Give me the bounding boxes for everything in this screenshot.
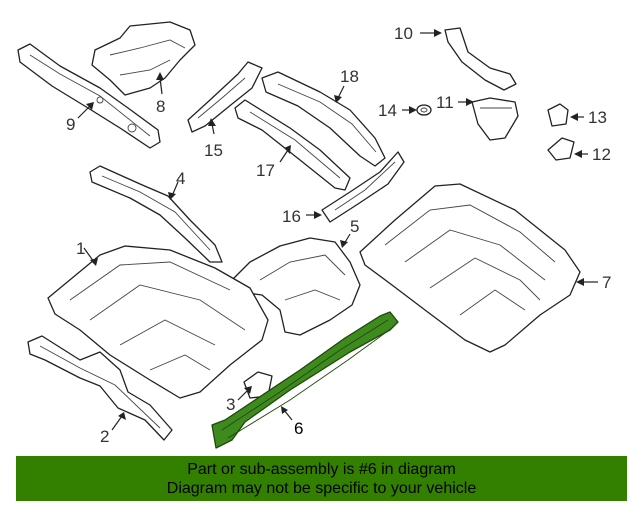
- callout-4[interactable]: 4: [176, 169, 185, 188]
- callout-1[interactable]: 1: [76, 239, 85, 258]
- info-banner: Part or sub-assembly is #6 in diagram Di…: [16, 456, 627, 501]
- callout-7[interactable]: 7: [602, 273, 611, 292]
- callout-6[interactable]: 6: [294, 419, 303, 438]
- part-2-rail[interactable]: [27, 335, 173, 441]
- part-17-crossmember[interactable]: [234, 99, 351, 191]
- banner-line-2: Diagram may not be specific to your vehi…: [166, 480, 477, 497]
- callout-numbers: 1 2 3 4 5 6 7 8 9 10 11 12 13 14 15 16 1…: [66, 24, 611, 446]
- part-13-clip[interactable]: [547, 103, 569, 127]
- callout-8[interactable]: 8: [156, 97, 165, 116]
- part-8-bracket[interactable]: [91, 21, 196, 96]
- callout-10[interactable]: 10: [394, 24, 413, 43]
- callout-9[interactable]: 9: [66, 115, 75, 134]
- part-9-rail[interactable]: [17, 43, 161, 149]
- callout-14[interactable]: 14: [378, 101, 397, 120]
- part-3-bracket[interactable]: [243, 371, 273, 399]
- part-16-brace[interactable]: [321, 151, 405, 223]
- callout-17[interactable]: 17: [256, 161, 275, 180]
- part-18-crossmember[interactable]: [261, 71, 386, 167]
- callout-leaders: [77, 29, 598, 431]
- callout-15[interactable]: 15: [204, 141, 223, 160]
- part-14-washer[interactable]: [416, 104, 432, 116]
- part-6-rocker-panel[interactable]: [211, 311, 399, 449]
- part-5-tunnel-panel[interactable]: [229, 237, 361, 336]
- part-7-front-floor[interactable]: [359, 183, 581, 353]
- part-4-rail[interactable]: [89, 165, 223, 263]
- callout-11[interactable]: 11: [436, 93, 454, 112]
- part-11-bracket[interactable]: [471, 97, 519, 141]
- callout-18[interactable]: 18: [340, 67, 359, 86]
- callout-16[interactable]: 16: [282, 207, 301, 226]
- part-15-member[interactable]: [187, 61, 263, 133]
- banner-line-1: Part or sub-assembly is #6 in diagram: [187, 461, 456, 478]
- callout-3[interactable]: 3: [226, 395, 235, 414]
- callout-13[interactable]: 13: [588, 108, 607, 127]
- callout-5[interactable]: 5: [350, 217, 359, 236]
- part-10-bracket[interactable]: [444, 27, 517, 91]
- callout-2[interactable]: 2: [100, 427, 109, 446]
- callout-12[interactable]: 12: [592, 145, 611, 164]
- parts-diagram: 1 2 3 4 5 6 7 8 9 10 11 12 13 14 15 16 1…: [17, 21, 611, 449]
- part-12-clip[interactable]: [547, 137, 575, 161]
- part-1-floor-pan[interactable]: [47, 245, 269, 399]
